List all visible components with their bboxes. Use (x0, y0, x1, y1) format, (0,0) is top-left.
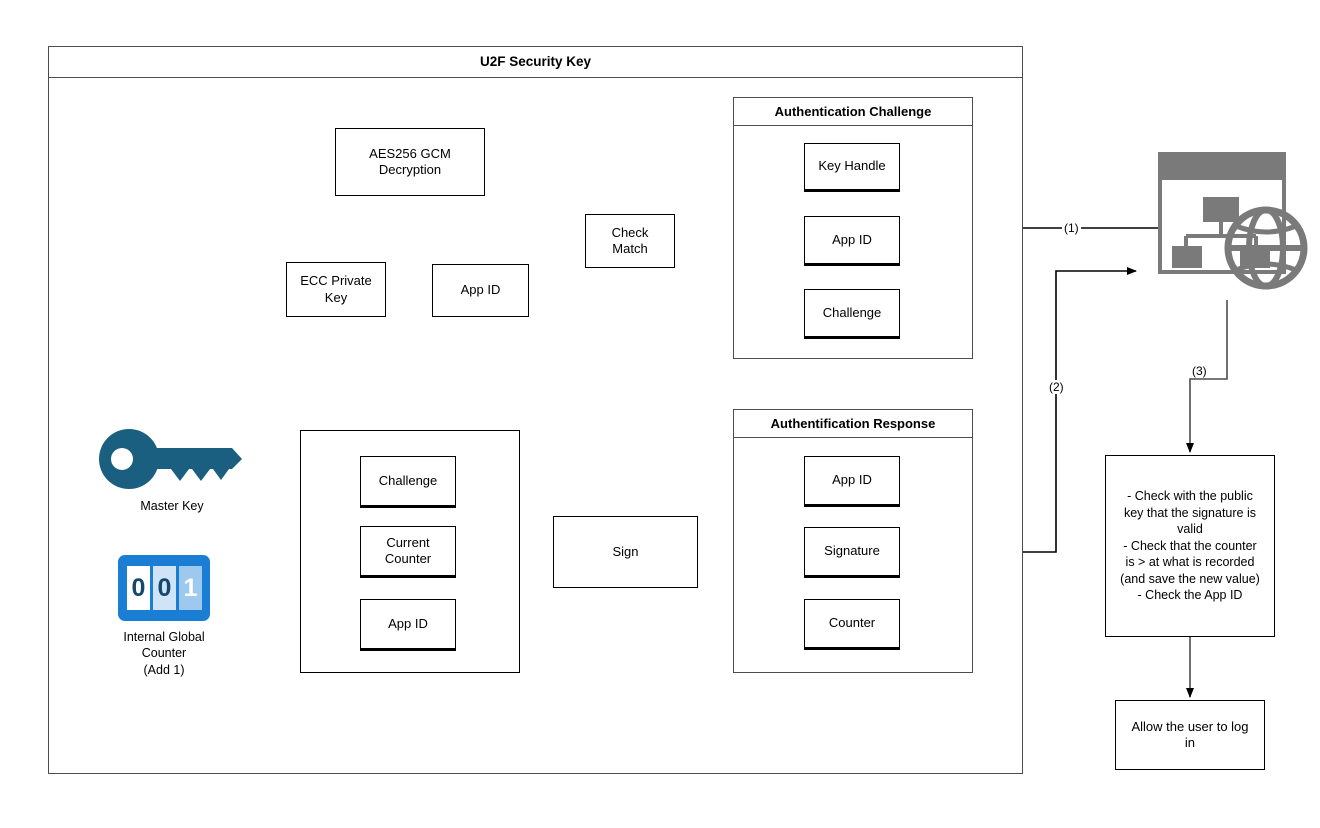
flow-label-step3: (3) (1190, 364, 1209, 378)
svg-text:0: 0 (132, 574, 146, 602)
node-check-match[interactable]: Check Match (585, 214, 675, 268)
svg-text:0: 0 (158, 574, 172, 602)
server-verification-box[interactable]: - Check with the public key that the sig… (1105, 455, 1275, 637)
challenge-item-app-id[interactable]: App ID (804, 216, 900, 266)
counter-caption: Internal Global Counter (Add 1) (123, 630, 205, 677)
flow-label-step2: (2) (1047, 380, 1066, 394)
challenge-item-challenge[interactable]: Challenge (804, 289, 900, 339)
tosign-item-app-id[interactable]: App ID (360, 599, 456, 651)
page-title: U2F Security Key (49, 47, 1022, 78)
browser-globe-icon (1158, 152, 1308, 300)
allow-login-box[interactable]: Allow the user to log in (1115, 700, 1265, 770)
challenge-item-key-handle[interactable]: Key Handle (804, 143, 900, 192)
node-sign[interactable]: Sign (553, 516, 698, 588)
svg-text:1: 1 (184, 574, 198, 602)
authentication-challenge-title: Authentication Challenge (734, 98, 972, 126)
tosign-item-challenge[interactable]: Challenge (360, 456, 456, 508)
tosign-item-current-counter[interactable]: Current Counter (360, 526, 456, 578)
flow-label-step1: (1) (1062, 221, 1081, 235)
master-key-icon (96, 428, 246, 490)
response-item-app-id[interactable]: App ID (804, 456, 900, 507)
node-decrypted-app-id[interactable]: App ID (432, 264, 529, 317)
response-item-signature[interactable]: Signature (804, 527, 900, 578)
authentification-response-title: Authentification Response (734, 410, 972, 438)
response-item-counter[interactable]: Counter (804, 599, 900, 650)
node-aes256-gcm-decryption[interactable]: AES256 GCM Decryption (335, 128, 485, 196)
node-ecc-private-key[interactable]: ECC Private Key (286, 262, 386, 317)
counter-icon: 0 0 1 (118, 555, 210, 621)
master-key-caption: Master Key (140, 499, 204, 513)
